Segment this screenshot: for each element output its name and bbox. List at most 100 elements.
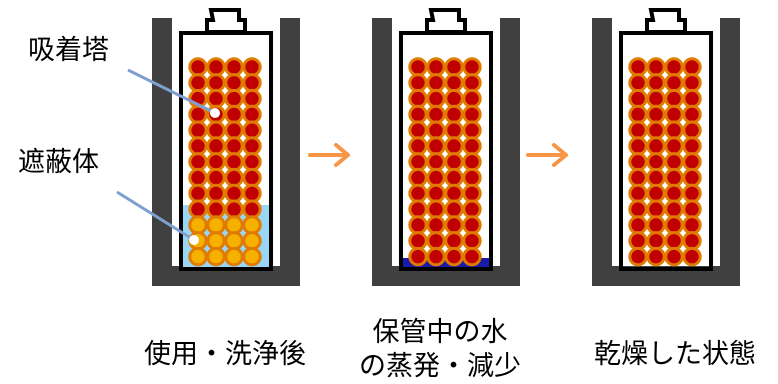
adsorbent-bead (426, 246, 446, 267)
adsorption-tower (179, 31, 273, 271)
adsorbent-bead (224, 215, 244, 235)
adsorbent-bead (682, 104, 702, 125)
adsorbent-bead (188, 167, 208, 188)
adsorbent-bead (408, 231, 428, 251)
adsorbent-bead (242, 136, 262, 156)
adsorbent-bead (444, 73, 464, 93)
adsorbent-bead (188, 215, 208, 235)
adsorbent-bead (426, 73, 446, 93)
arrow-head (552, 143, 568, 167)
adsorbent-bead (408, 104, 428, 125)
adsorbent-bead (462, 120, 482, 140)
adsorbent-bead (188, 152, 208, 172)
adsorbent-bead (188, 183, 208, 204)
adsorbent-bead (242, 199, 262, 219)
adsorbent-bead (408, 199, 428, 219)
adsorbent-bead (426, 120, 446, 140)
adsorbent-bead (426, 167, 446, 188)
column-unit-3 (592, 8, 740, 286)
caption-line: の蒸発・減少 (359, 351, 521, 382)
adsorbent-bead (646, 104, 666, 125)
adsorbent-bead (646, 246, 666, 267)
adsorbent-bead (664, 199, 684, 219)
adsorbent-bead (206, 152, 226, 172)
adsorbent-bead (188, 73, 208, 93)
adsorbent-bead (242, 167, 262, 188)
adsorbent-bead (646, 215, 666, 235)
adsorbent-bead (444, 152, 464, 172)
adsorbent-bead (462, 183, 482, 204)
adsorbent-bead (664, 136, 684, 156)
adsorbent-bead (628, 73, 648, 93)
adsorbent-bead (646, 152, 666, 172)
adsorbent-bead (628, 231, 648, 251)
adsorbent-bead (444, 88, 464, 109)
adsorbent-bead (426, 231, 446, 251)
arrow-right-icon (308, 143, 350, 167)
adsorbent-bead (628, 104, 648, 125)
adsorbent-bead (188, 246, 208, 267)
adsorbent-bead (426, 215, 446, 235)
caption-after-use-washing: 使用・洗浄後 (125, 338, 325, 372)
adsorbent-bead (444, 136, 464, 156)
caption-water-evaporation: 保管中の水 の蒸発・減少 (340, 316, 540, 384)
adsorbent-bead (224, 152, 244, 172)
caption-line: 保管中の水 (372, 317, 508, 348)
adsorbent-bead (664, 120, 684, 140)
adsorbent-bead (664, 57, 684, 77)
adsorbent-bead (242, 152, 262, 172)
adsorbent-bead (682, 215, 702, 235)
adsorbent-bead (408, 136, 428, 156)
caption-dried-state: 乾燥した状態 (575, 338, 775, 372)
adsorbent-bead (224, 73, 244, 93)
adsorbent-bead (188, 57, 208, 77)
adsorbent-bead (408, 183, 428, 204)
adsorbent-bead (646, 73, 666, 93)
adsorbent-bead (444, 215, 464, 235)
adsorbent-bead (462, 88, 482, 109)
adsorbent-bead (408, 215, 428, 235)
adsorbent-bead (444, 183, 464, 204)
adsorbent-bead (188, 120, 208, 140)
adsorbent-bead (628, 167, 648, 188)
adsorbent-bead (242, 215, 262, 235)
adsorbent-bead (462, 73, 482, 93)
adsorbent-bead (224, 231, 244, 251)
leader-dot-tower (210, 108, 220, 118)
shielding-body (372, 18, 520, 286)
adsorbent-bead (408, 57, 428, 77)
adsorbent-bead (682, 120, 702, 140)
adsorbent-bead (426, 152, 446, 172)
adsorbent-bead (462, 246, 482, 267)
adsorbent-bead (682, 152, 702, 172)
adsorbent-bead (682, 136, 702, 156)
adsorbent-bead (224, 183, 244, 204)
adsorbent-bead (628, 120, 648, 140)
adsorbent-bead (444, 104, 464, 125)
shielding-body (592, 18, 740, 286)
adsorbent-bead (426, 104, 446, 125)
adsorbent-bead (206, 88, 226, 109)
tower-cap (645, 8, 687, 34)
adsorbent-bead (664, 215, 684, 235)
adsorbent-bead (444, 120, 464, 140)
adsorbent-bead (224, 120, 244, 140)
adsorbent-bead (462, 136, 482, 156)
adsorbent-bead (664, 183, 684, 204)
adsorbent-bead (426, 136, 446, 156)
adsorbent-bead (682, 199, 702, 219)
adsorbent-bead (682, 57, 702, 77)
adsorbent-bead (646, 120, 666, 140)
adsorbent-bead (224, 88, 244, 109)
adsorbent-bead (646, 167, 666, 188)
leader-line-shield (116, 190, 195, 242)
adsorbent-bead (242, 246, 262, 267)
adsorbent-bead (664, 73, 684, 93)
adsorbent-bead (408, 88, 428, 109)
adsorbent-bead (628, 183, 648, 204)
adsorbent-bead (426, 199, 446, 219)
adsorbent-bead (628, 199, 648, 219)
adsorbent-bead (444, 231, 464, 251)
adsorbent-bead (664, 167, 684, 188)
